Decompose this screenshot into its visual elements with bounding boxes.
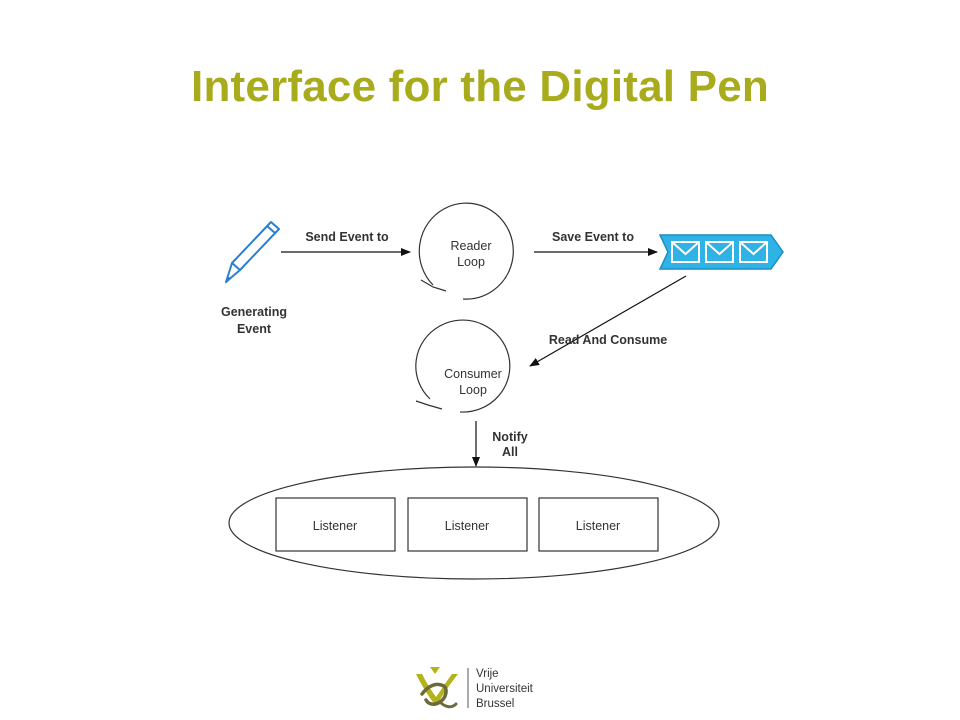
reader-loop-node bbox=[418, 202, 514, 300]
consumer-loop-label-line1: Consumer bbox=[444, 367, 502, 381]
reader-loop-label-line1: Reader bbox=[451, 239, 492, 253]
listener-label-2: Listener bbox=[445, 519, 489, 533]
pen-icon bbox=[225, 221, 280, 283]
listener-box-2 bbox=[407, 497, 528, 552]
logo-line-1: Vrije bbox=[476, 668, 499, 680]
logo-line-2: Universiteit bbox=[476, 683, 533, 695]
listener-group-ellipse bbox=[228, 466, 720, 580]
save-event-label: Save Event to bbox=[552, 230, 634, 244]
message-queue-icon bbox=[658, 234, 784, 270]
send-event-label: Send Event to bbox=[305, 230, 389, 244]
reader-loop-label-line2: Loop bbox=[457, 255, 485, 269]
pen-label-line1: Generating bbox=[221, 305, 287, 319]
pen-label-line2: Event bbox=[237, 322, 272, 336]
vub-logo-text: Vrije Universiteit Brussel bbox=[476, 667, 533, 712]
listener-label-1: Listener bbox=[313, 519, 357, 533]
consumer-loop-node bbox=[415, 319, 511, 413]
notify-label-line1: Notify bbox=[492, 430, 527, 444]
read-consume-label: Read And Consume bbox=[549, 333, 667, 347]
vub-logo-icon bbox=[416, 667, 469, 709]
listener-label-3: Listener bbox=[576, 519, 620, 533]
consumer-loop-label-line2: Loop bbox=[459, 383, 487, 397]
logo-line-3: Brussel bbox=[476, 698, 515, 710]
notify-label-line2: All bbox=[502, 445, 518, 459]
listener-box-1 bbox=[275, 497, 396, 552]
listener-box-3 bbox=[538, 497, 659, 552]
read-consume-arrow bbox=[529, 275, 687, 367]
slide-title: Interface for the Digital Pen bbox=[191, 62, 769, 111]
